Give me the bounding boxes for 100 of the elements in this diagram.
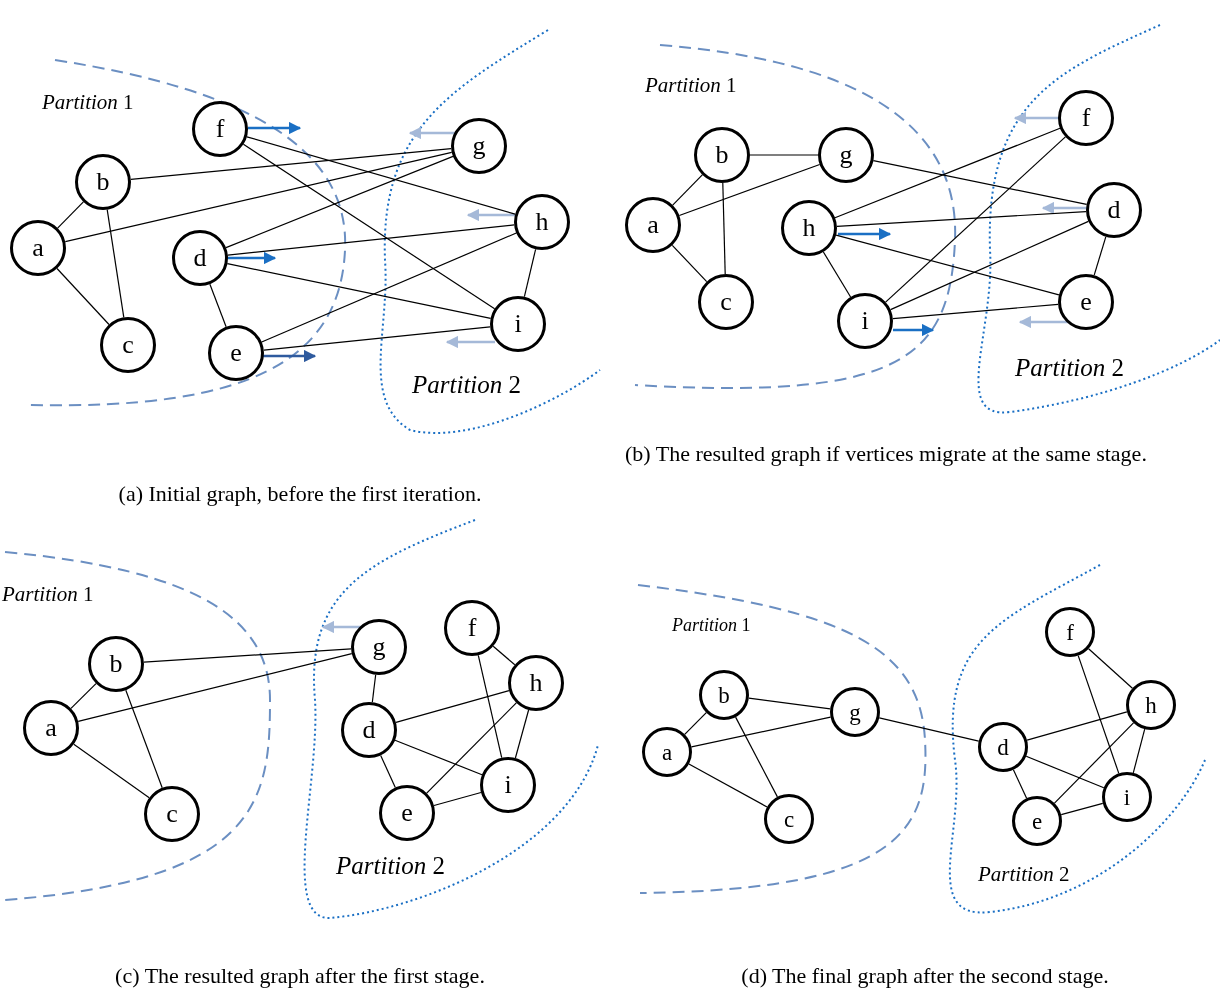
graph-edge bbox=[56, 267, 110, 326]
vertex-circle: f bbox=[192, 101, 248, 157]
graph-edge bbox=[1012, 769, 1028, 799]
vertex-circle: c bbox=[144, 786, 200, 842]
graph-edge bbox=[130, 148, 452, 180]
vertex-circle: f bbox=[444, 600, 500, 656]
graph-edge bbox=[125, 689, 163, 789]
vertex-circle: i bbox=[1102, 772, 1152, 822]
vertex-circle: g bbox=[830, 687, 880, 737]
graph-edge bbox=[1088, 648, 1133, 689]
graph-edge bbox=[64, 151, 453, 243]
graph-edge bbox=[672, 174, 703, 206]
partition-label: Partition 2 bbox=[412, 370, 522, 400]
vertex-circle: d bbox=[978, 722, 1028, 772]
partition-label: Partition 1 bbox=[672, 615, 751, 637]
vertex-circle: d bbox=[172, 230, 228, 286]
vertex-circle: e bbox=[1058, 274, 1114, 330]
partition-label: Partition 2 bbox=[978, 862, 1070, 888]
vertex-circle: g bbox=[818, 127, 874, 183]
graph-edge bbox=[1053, 722, 1135, 804]
vertex-circle: e bbox=[208, 325, 264, 381]
vertex-circle: b bbox=[75, 154, 131, 210]
vertex-circle: g bbox=[351, 619, 407, 675]
graph-edge bbox=[1093, 236, 1107, 276]
graph-edge bbox=[836, 211, 1087, 227]
graph-edge bbox=[885, 136, 1066, 303]
graph-edge bbox=[106, 209, 125, 318]
vertex-circle: f bbox=[1058, 90, 1114, 146]
graph-edge bbox=[684, 712, 707, 735]
graph-edge bbox=[523, 248, 537, 298]
graph-edge bbox=[261, 232, 517, 343]
graph-edge bbox=[395, 690, 510, 723]
vertex-circle: h bbox=[1126, 680, 1176, 730]
graph-edge bbox=[688, 763, 768, 808]
vertex-circle: a bbox=[625, 197, 681, 253]
graph-edge bbox=[735, 716, 778, 798]
partition-label: Partition 1 bbox=[42, 90, 134, 116]
partition-label: Partition 1 bbox=[645, 73, 737, 99]
graph-edge bbox=[1060, 802, 1104, 816]
graph-edge bbox=[671, 244, 708, 283]
graph-edge bbox=[380, 754, 396, 789]
figure-caption: (a) Initial graph, before the first iteration. bbox=[117, 480, 483, 508]
graph-edge bbox=[1077, 655, 1120, 774]
graph-edge bbox=[70, 683, 97, 709]
vertex-circle: a bbox=[10, 220, 66, 276]
vertex-circle: b bbox=[699, 670, 749, 720]
vertex-circle: f bbox=[1045, 607, 1095, 657]
graph-edge bbox=[209, 283, 227, 328]
graph-edge bbox=[433, 791, 482, 807]
graph-edge bbox=[878, 717, 980, 742]
partition-label: Partition 2 bbox=[336, 851, 446, 881]
partition-label: Partition 2 bbox=[1015, 353, 1125, 383]
graph-edge bbox=[835, 234, 1060, 296]
graph-edge bbox=[722, 182, 726, 275]
figure-caption: (b) The resulted graph if vertices migrate at the same stage. bbox=[625, 440, 1148, 468]
graph-edge bbox=[57, 201, 84, 229]
vertex-circle: i bbox=[490, 296, 546, 352]
vertex-circle: h bbox=[781, 200, 837, 256]
vertex-circle: h bbox=[508, 655, 564, 711]
vertex-circle: c bbox=[764, 794, 814, 844]
graph-edge bbox=[492, 645, 516, 666]
graph-edge bbox=[1025, 755, 1105, 789]
vertex-circle: b bbox=[694, 127, 750, 183]
vertex-circle: a bbox=[23, 700, 79, 756]
vertex-circle: e bbox=[1012, 796, 1062, 846]
graph-edge bbox=[426, 702, 517, 794]
graph-edge bbox=[227, 224, 515, 256]
graph-edge bbox=[225, 155, 454, 249]
vertex-circle: d bbox=[341, 702, 397, 758]
graph-edge bbox=[678, 163, 821, 217]
graph-edge bbox=[1132, 728, 1146, 774]
vertex-circle: g bbox=[451, 118, 507, 174]
graph-edge bbox=[749, 154, 819, 156]
graph-edge bbox=[748, 697, 831, 710]
vertex-circle: c bbox=[100, 317, 156, 373]
graph-edge bbox=[890, 220, 1089, 311]
graph-edge bbox=[822, 251, 852, 298]
graph-edge bbox=[371, 674, 377, 703]
vertex-circle: a bbox=[642, 727, 692, 777]
graph-edge bbox=[514, 709, 530, 759]
graph-edge bbox=[872, 160, 1088, 205]
graph-edge bbox=[477, 654, 503, 759]
partition-label: Partition 1 bbox=[2, 582, 94, 608]
vertex-circle: e bbox=[379, 785, 435, 841]
graph-edge bbox=[242, 143, 496, 310]
graph-edge bbox=[834, 127, 1061, 219]
graph-edge bbox=[1026, 711, 1128, 741]
graph-edge bbox=[143, 648, 352, 663]
graph-edge bbox=[226, 263, 492, 319]
vertex-circle: c bbox=[698, 274, 754, 330]
vertex-circle: i bbox=[480, 757, 536, 813]
vertex-circle: i bbox=[837, 293, 893, 349]
graph-edge bbox=[77, 653, 353, 722]
graph-edge bbox=[246, 136, 516, 215]
graph-edge bbox=[690, 716, 832, 748]
graph-edge bbox=[73, 743, 150, 799]
figure-caption: (d) The final graph after the second stage. bbox=[740, 962, 1110, 988]
graph-edge bbox=[263, 326, 491, 351]
vertex-circle: h bbox=[514, 194, 570, 250]
figure-caption: (c) The resulted graph after the first stage. bbox=[114, 962, 486, 988]
